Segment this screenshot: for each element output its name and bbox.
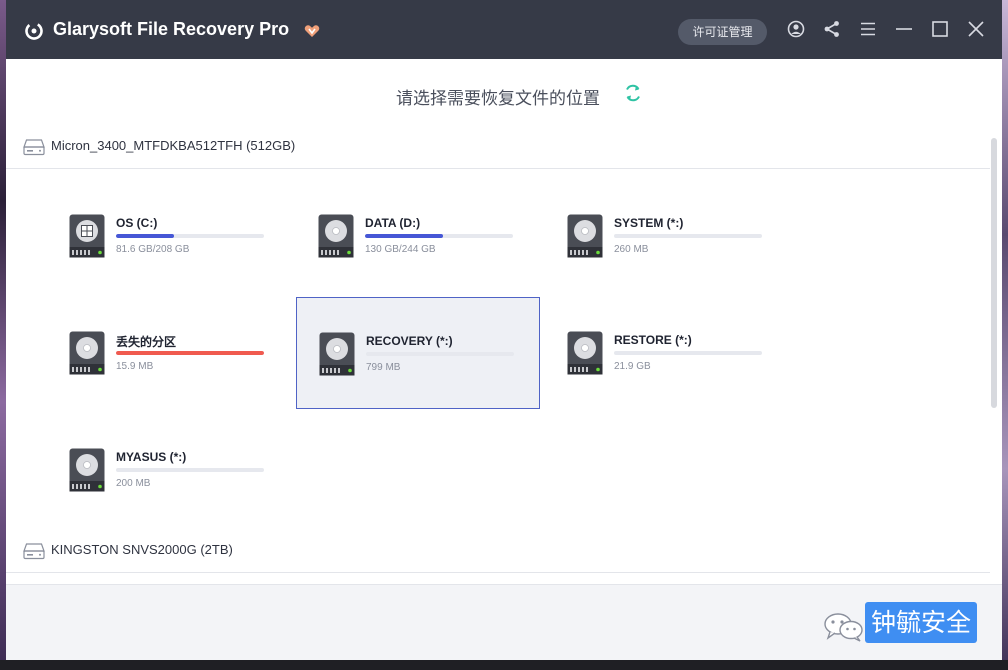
partition-name: RECOVERY (*:) — [366, 334, 453, 348]
refresh-icon[interactable] — [624, 83, 642, 103]
hdd-icon — [23, 139, 45, 156]
close-icon[interactable] — [967, 20, 985, 38]
partition-size: 799 MB — [366, 362, 401, 373]
maximize-icon[interactable] — [931, 20, 949, 38]
share-icon[interactable] — [823, 20, 841, 38]
partition-usage-bar — [116, 351, 264, 355]
partition-usage-bar — [365, 234, 513, 238]
usage-bar-fill — [116, 351, 264, 355]
drive-icon — [319, 332, 355, 376]
wechat-icon — [824, 613, 863, 642]
app-window: Glarysoft File Recovery Pro 许可证管理 — [6, 0, 1002, 660]
desktop-background-right — [1002, 0, 1008, 670]
partition-size: 130 GB/244 GB — [365, 244, 436, 255]
usage-bar-fill — [116, 234, 174, 238]
divider — [6, 572, 990, 573]
page-subtitle: 请选择需要恢复文件的位置 — [396, 89, 600, 109]
partition-usage-bar — [614, 351, 762, 355]
partition-size: 260 MB — [614, 244, 649, 255]
disk-name: Micron_3400_MTFDKBA512TFH (512GB) — [51, 138, 296, 153]
drive-icon — [318, 214, 354, 258]
partition-usage-bar — [116, 468, 264, 472]
minimize-icon[interactable] — [895, 20, 913, 38]
app-title: Glarysoft File Recovery Pro — [53, 19, 290, 39]
scrollbar-thumb[interactable] — [991, 138, 997, 408]
account-icon[interactable] — [787, 20, 805, 38]
partition-tile[interactable]: 丢失的分区 15.9 MB — [47, 297, 291, 409]
app-logo-icon — [25, 22, 43, 40]
partition-name: MYASUS (*:) — [116, 450, 187, 464]
partition-name: OS (C:) — [116, 216, 158, 230]
divider — [6, 168, 990, 169]
partition-size: 15.9 MB — [116, 361, 154, 372]
watermark-label: 钟毓安全 — [865, 602, 978, 643]
partition-name: DATA (D:) — [365, 216, 421, 230]
partition-size: 21.9 GB — [614, 361, 651, 372]
partition-usage-bar — [366, 352, 514, 356]
usage-bar-fill — [365, 234, 444, 238]
disk-name: KINGSTON SNVS2000G (2TB) — [51, 542, 233, 557]
drive-icon — [567, 214, 603, 258]
drive-icon — [69, 448, 105, 492]
partition-tile[interactable]: RESTORE (*:) 21.9 GB — [545, 297, 789, 409]
partition-usage-bar — [614, 234, 762, 238]
vip-heart-icon[interactable] — [304, 24, 320, 38]
drive-icon — [567, 331, 603, 375]
disk-header-micron: Micron_3400_MTFDKBA512TFH (512GB) — [23, 135, 323, 159]
partition-tile[interactable]: RECOVERY (*:) 799 MB — [296, 297, 540, 409]
windows-drive-icon — [69, 214, 105, 258]
partition-tile[interactable]: OS (C:) 81.6 GB/208 GB — [47, 180, 291, 292]
menu-icon[interactable] — [859, 20, 877, 38]
title-bar: Glarysoft File Recovery Pro 许可证管理 — [6, 0, 1002, 59]
desktop-background-left — [0, 0, 6, 670]
partition-name: RESTORE (*:) — [614, 333, 692, 347]
partition-tile[interactable]: DATA (D:) 130 GB/244 GB — [296, 180, 540, 292]
disk-header-kingston: KINGSTON SNVS2000G (2TB) — [23, 539, 323, 563]
partition-name: 丢失的分区 — [116, 335, 177, 349]
partition-tile[interactable]: SYSTEM (*:) 260 MB — [545, 180, 789, 292]
hdd-icon — [23, 543, 45, 560]
vertical-scrollbar[interactable] — [990, 128, 998, 583]
license-management-button[interactable]: 许可证管理 — [678, 19, 767, 45]
drive-icon — [69, 331, 105, 375]
partition-size: 200 MB — [116, 478, 151, 489]
desktop-taskbar-strip — [0, 660, 1008, 670]
partition-tile[interactable]: MYASUS (*:) 200 MB — [47, 414, 291, 526]
partition-usage-bar — [116, 234, 264, 238]
partition-name: SYSTEM (*:) — [614, 216, 684, 230]
partition-size: 81.6 GB/208 GB — [116, 244, 190, 255]
